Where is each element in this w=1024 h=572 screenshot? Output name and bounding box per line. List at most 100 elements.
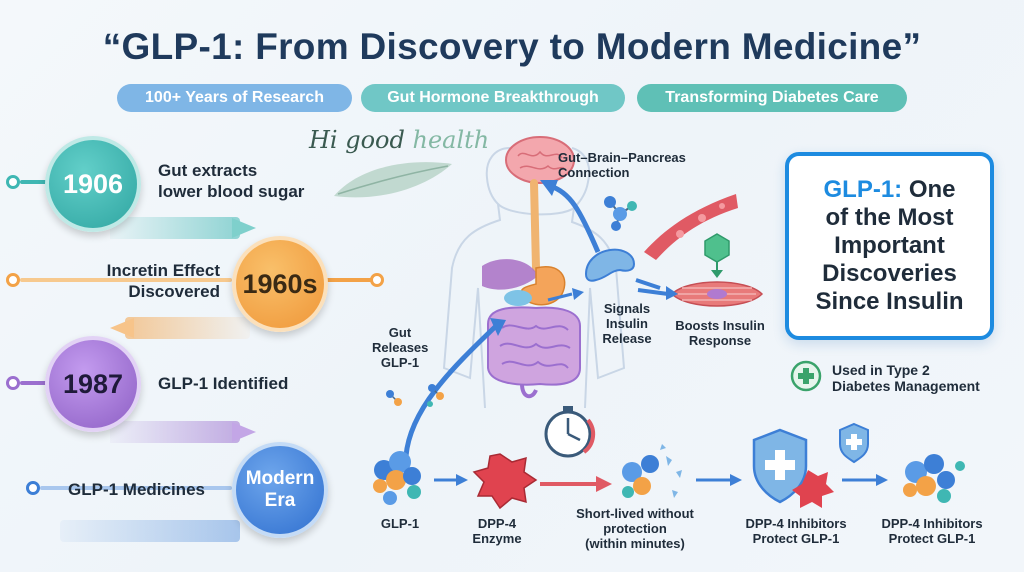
tag-pill-research: 100+ Years of Research bbox=[117, 84, 352, 112]
label-line: DPP-4 Inhibitors bbox=[745, 516, 847, 531]
timeline-line-1960s bbox=[20, 278, 232, 282]
timeline-band-1960s bbox=[125, 317, 250, 339]
callout-line: Since Insulin bbox=[815, 288, 964, 315]
arrow-left-icon bbox=[110, 318, 134, 338]
muscle-tissue-icon bbox=[670, 281, 764, 307]
label-line: Release bbox=[602, 331, 652, 346]
type2-label: Used in Type 2 Diabetes Management bbox=[832, 362, 980, 394]
signals-insulin-label: Signals Insulin Release bbox=[592, 301, 662, 346]
timeline-text-line: GLP-1 Identified bbox=[158, 374, 289, 393]
molecule-cluster-icon bbox=[386, 384, 444, 407]
protected-glp1-molecule-icon bbox=[903, 454, 965, 503]
year-circle-1960s: 1960s bbox=[232, 236, 328, 332]
timer-icon bbox=[544, 406, 596, 458]
timeline-band-1987 bbox=[110, 421, 240, 443]
timeline-dot-1960s bbox=[6, 273, 20, 287]
dpp4-enzyme-icon bbox=[472, 453, 538, 510]
timeline-band-1906 bbox=[110, 217, 240, 239]
label-line: Protect GLP-1 bbox=[752, 531, 840, 546]
tag-pill-diabetes-care: Transforming Diabetes Care bbox=[637, 84, 907, 112]
timeline-text-line: Incretin Effect bbox=[106, 261, 220, 280]
timeline-dot-1987 bbox=[6, 376, 20, 390]
shield-icon bbox=[752, 428, 808, 504]
process-label-glp1: GLP-1 bbox=[370, 516, 430, 531]
year-label-1960s: 1960s bbox=[242, 268, 318, 299]
timeline-band-modern bbox=[60, 520, 240, 542]
timeline-line-1987 bbox=[20, 381, 60, 385]
label-line: Enzyme bbox=[472, 531, 522, 546]
label-line: protection bbox=[603, 521, 667, 536]
intestines-icon bbox=[487, 306, 581, 399]
timeline-text-1906: Gut extracts lower blood sugar bbox=[158, 160, 304, 202]
timeline-text-line: lower blood sugar bbox=[158, 182, 305, 201]
year-circle-1987: 1987 bbox=[45, 336, 141, 432]
era-label-line: Era bbox=[264, 490, 296, 511]
year-label-1987: 1987 bbox=[62, 368, 124, 399]
label-line: Gut–Brain–Pancreas bbox=[558, 150, 686, 165]
label-line: GLP-1 bbox=[380, 516, 420, 531]
label-line: Signals bbox=[603, 301, 651, 316]
year-circle-1906: 1906 bbox=[45, 136, 141, 232]
timeline-text-line: Discovered bbox=[128, 282, 220, 301]
label-line: Diabetes Management bbox=[832, 378, 980, 394]
gut-releases-label: Gut Releases GLP-1 bbox=[372, 325, 428, 370]
timeline-dot-modern bbox=[26, 481, 40, 495]
human-body-illustration bbox=[442, 136, 626, 409]
blood-vessel-icon bbox=[644, 194, 738, 260]
callout-highlight: GLP-1: bbox=[823, 176, 903, 203]
gallbladder-icon bbox=[504, 290, 532, 306]
process-label-inhibitors-1: DPP-4 Inhibitors Protect GLP-1 bbox=[736, 516, 856, 546]
timeline-line-1960s-end bbox=[326, 278, 372, 282]
timeline-line-modern bbox=[40, 486, 232, 490]
process-label-short-lived: Short-lived without protection (within m… bbox=[560, 506, 710, 551]
label-line: Used in Type 2 bbox=[832, 362, 930, 378]
callout-line: of the Most bbox=[825, 204, 954, 231]
label-line: Gut bbox=[388, 325, 412, 340]
process-illustration bbox=[373, 406, 965, 510]
era-circle-modern: Modern Era bbox=[232, 442, 328, 538]
arrow-right-icon bbox=[232, 422, 256, 442]
key-discovery-callout: GLP-1: One of the Most Important Discove… bbox=[785, 152, 994, 340]
callout-line: Discoveries bbox=[822, 260, 957, 287]
medical-plus-icon bbox=[790, 360, 822, 392]
label-line: Releases bbox=[372, 340, 429, 355]
arrow-right-icon bbox=[637, 286, 678, 300]
boosts-insulin-label: Boosts Insulin Response bbox=[664, 318, 776, 348]
label-line: DPP-4 Inhibitors bbox=[881, 516, 983, 531]
arrow-right-icon bbox=[232, 218, 256, 238]
molecule-icon bbox=[604, 196, 637, 231]
diagram-arrows bbox=[403, 180, 661, 457]
label-line: DPP-4 bbox=[477, 516, 517, 531]
label-line: Response bbox=[688, 333, 752, 348]
label-line: Protect GLP-1 bbox=[888, 531, 976, 546]
brain-icon bbox=[505, 136, 575, 184]
process-label-inhibitors-2: DPP-4 Inhibitors Protect GLP-1 bbox=[872, 516, 992, 546]
label-line: Connection bbox=[558, 165, 630, 180]
pancreas-icon bbox=[584, 248, 636, 282]
liver-icon bbox=[482, 259, 538, 290]
hexagon-receptor-icon bbox=[704, 233, 730, 278]
logo-text-part2: health bbox=[412, 126, 490, 154]
timeline-dot-1906 bbox=[6, 175, 20, 189]
label-line: Boosts Insulin bbox=[675, 318, 765, 333]
page-title: “GLP-1: From Discovery to Modern Medicin… bbox=[102, 26, 922, 67]
label-line: Insulin bbox=[606, 316, 648, 331]
broken-molecule-icon bbox=[622, 444, 682, 498]
logo-text-part1: Hi good bbox=[309, 126, 413, 154]
label-line: GLP-1 bbox=[380, 355, 420, 370]
small-shield-icon bbox=[839, 422, 869, 464]
timeline-text-line: GLP-1 Medicines bbox=[68, 480, 205, 499]
callout-line: One bbox=[908, 176, 956, 203]
callout-line: Important bbox=[834, 232, 945, 259]
arrow-head bbox=[540, 180, 558, 196]
timeline-text-1987: GLP-1 Identified bbox=[158, 373, 288, 394]
timeline-text-1960s: Incretin Effect Discovered bbox=[70, 260, 220, 302]
leaf-icon bbox=[334, 162, 452, 198]
tag-pill-gut-hormone: Gut Hormone Breakthrough bbox=[361, 84, 625, 112]
label-line: (within minutes) bbox=[585, 536, 685, 551]
timeline-text-modern: GLP-1 Medicines bbox=[68, 479, 205, 500]
timeline-text-line: Gut extracts bbox=[158, 161, 258, 180]
dpp4-enzyme-icon bbox=[792, 470, 834, 508]
glp1-molecule-icon bbox=[373, 451, 421, 505]
process-label-dpp4: DPP-4 Enzyme bbox=[462, 516, 532, 546]
